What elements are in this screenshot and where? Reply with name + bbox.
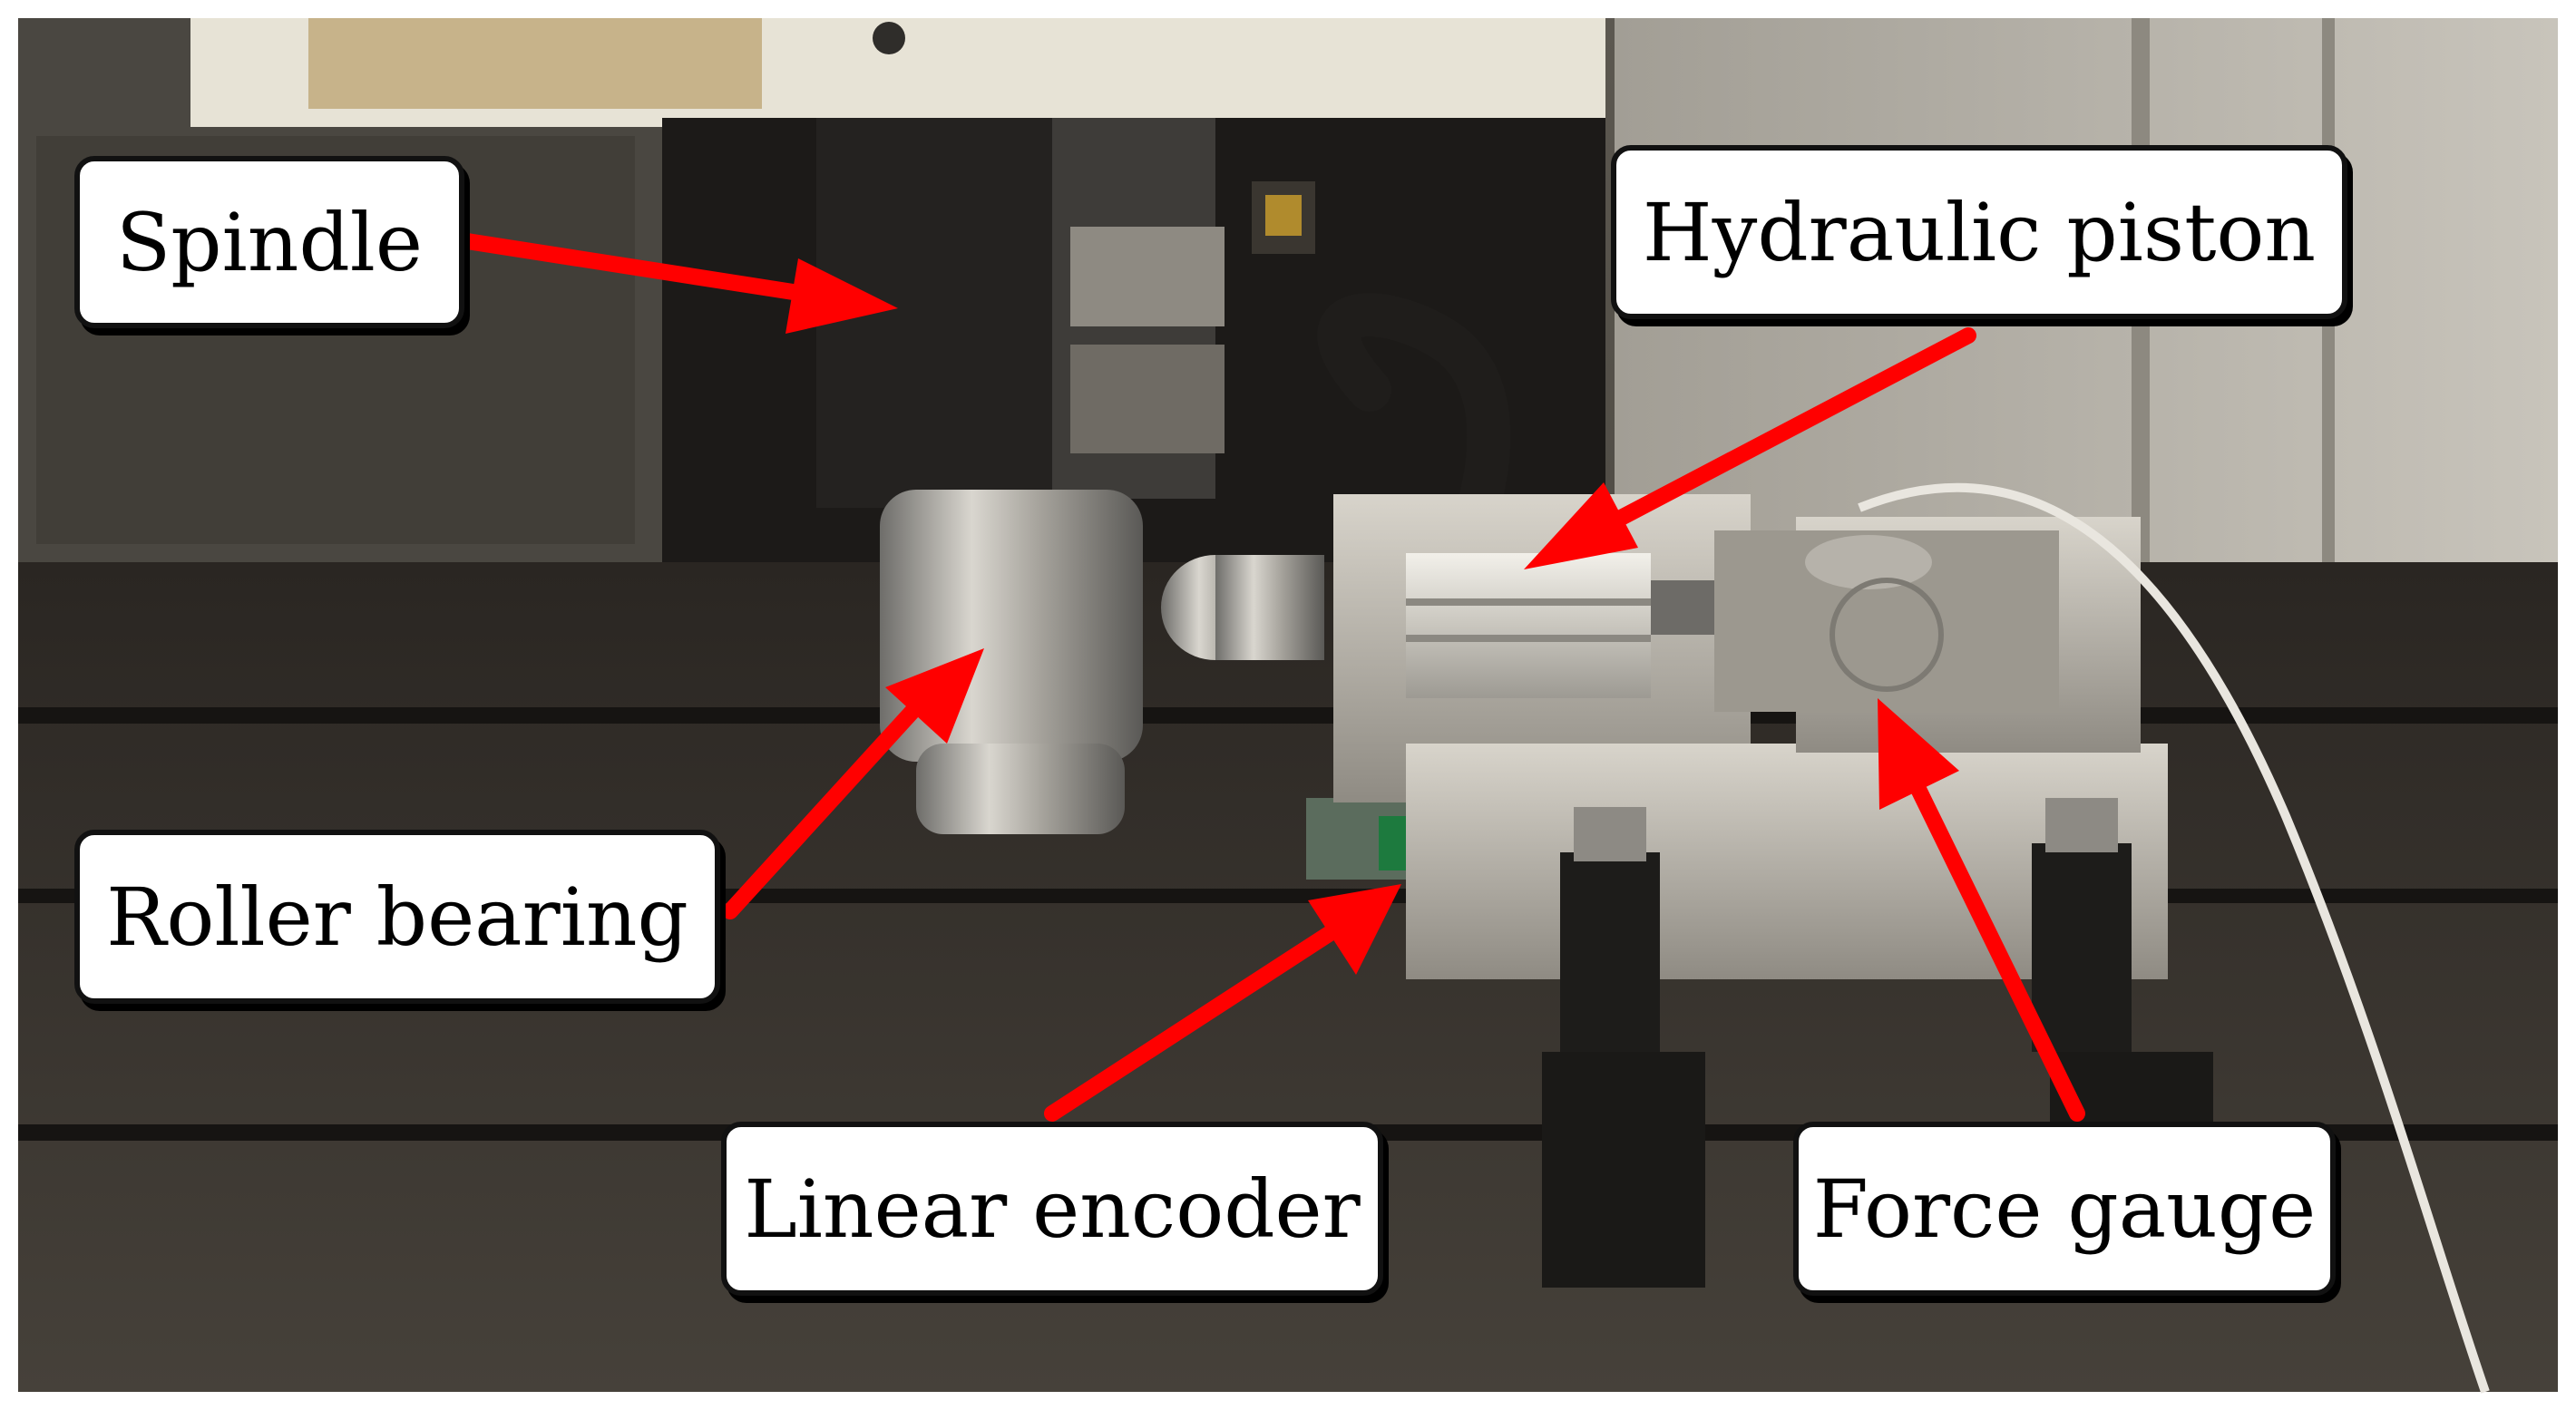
arrows [459, 233, 2085, 1122]
roller-bearing-label: Roller bearing [74, 830, 720, 1004]
linear-encoder-label: Linear encoder [721, 1122, 1383, 1296]
arrow-hydraulic-piston [1524, 327, 1976, 569]
spindle-label: Spindle [74, 156, 464, 328]
arrow-spindle [459, 233, 898, 334]
arrow-linear-encoder [1044, 884, 1401, 1122]
arrow-roller-bearing [722, 648, 984, 919]
arrow-force-gauge [1878, 698, 2085, 1122]
force-gauge-label: Force gauge [1793, 1122, 2336, 1296]
hydraulic-piston-label: Hydraulic piston [1611, 145, 2347, 319]
